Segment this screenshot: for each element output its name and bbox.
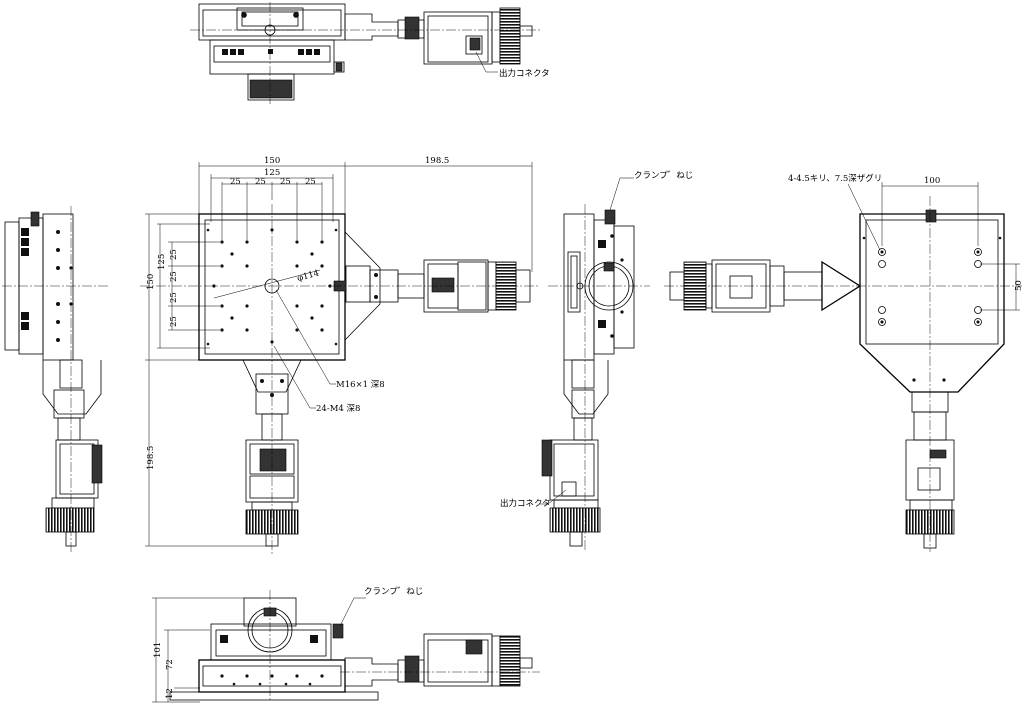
counterbore-callout: 4-4.5キリ、7.5深ザグリ xyxy=(788,173,882,184)
tapped-hole-grid xyxy=(212,228,332,344)
dim-pitch-25-4: 25 xyxy=(305,177,316,187)
counterbore-holes xyxy=(878,248,982,326)
dim-width-150: 150 xyxy=(264,156,280,166)
top-view: 出力コネクタ xyxy=(190,2,550,104)
dim-front-12: 12 xyxy=(165,688,175,699)
clamp-screw-label-side: クランプ゛ねじ xyxy=(634,171,693,181)
front-view: 101 72 12 クランプ゛ねじ xyxy=(152,587,540,703)
dim-v-pitch-25-1: 25 xyxy=(169,249,179,260)
dim-v-pitch-25-2: 25 xyxy=(169,271,179,282)
tapped-holes-callout: 24-M4 深8 xyxy=(316,404,360,414)
dim-right-100: 100 xyxy=(924,176,940,186)
dim-front-72: 72 xyxy=(165,659,175,670)
plan-dimension-lines xyxy=(145,162,533,547)
clamp-side-view: クランプ゛ねじ 出力コネクタ xyxy=(500,171,693,552)
dim-right-50: 50 xyxy=(1014,280,1024,291)
bottom-view: 100 50 4-4.5キリ、7.5深ザグリ xyxy=(664,173,1024,552)
dim-height-125: 125 xyxy=(157,254,167,270)
dim-width-125: 125 xyxy=(264,168,280,178)
dim-front-101: 101 xyxy=(153,642,163,658)
clamp-screw-label-front: クランプ゛ねじ xyxy=(364,587,423,597)
plan-view: 150 125 25 25 25 25 198.5 150 125 25 25 … xyxy=(140,156,540,555)
dim-pitch-25-2: 25 xyxy=(255,177,266,187)
center-hole-callout: M16×1 深8 xyxy=(336,380,385,390)
dim-diameter-114: φ114 xyxy=(296,268,320,283)
dim-travel-vertical: 198.5 xyxy=(146,446,156,470)
dim-pitch-25-3: 25 xyxy=(280,177,291,187)
dim-travel-horizontal: 198.5 xyxy=(425,156,449,166)
dim-height-150: 150 xyxy=(146,274,156,290)
left-side-view xyxy=(2,206,110,552)
dim-v-pitch-25-3: 25 xyxy=(169,292,179,303)
dim-pitch-25-1: 25 xyxy=(230,177,241,187)
output-connector-label-top: 出力コネクタ xyxy=(499,68,550,79)
dim-v-pitch-25-4: 25 xyxy=(169,316,179,327)
output-connector-label-side: 出力コネクタ xyxy=(500,498,551,509)
